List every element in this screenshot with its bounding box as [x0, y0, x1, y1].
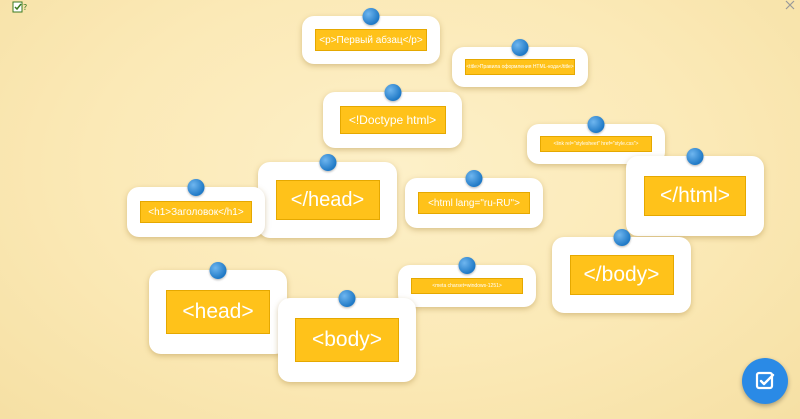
pin-icon — [613, 229, 630, 246]
code-card[interactable]: <p>Первый абзац</p> — [302, 8, 440, 64]
code-tag-label: <p>Первый абзац</p> — [315, 29, 427, 51]
code-tag-label: <head> — [166, 290, 270, 334]
pin-icon — [511, 39, 529, 56]
pin-icon — [587, 116, 605, 133]
code-tag-label: <!Doctype html> — [339, 106, 446, 134]
check-square-icon — [755, 371, 775, 390]
code-card[interactable]: <h1>Заголовок</h1> — [127, 179, 265, 237]
code-card[interactable]: <head> — [149, 262, 287, 354]
code-card[interactable]: <html lang="ru-RU"> — [405, 170, 543, 228]
code-tag-label: </html> — [644, 176, 746, 216]
code-card[interactable]: </body> — [552, 229, 691, 313]
code-tag-label: <meta charset=windows-1251> — [411, 278, 523, 294]
code-tag-label: <body> — [295, 318, 399, 362]
check-answer-button[interactable] — [742, 358, 788, 404]
pin-icon — [458, 257, 476, 274]
code-tag-label: <title>Правила оформления HTML-кода</tit… — [465, 59, 575, 75]
pin-icon — [209, 262, 227, 279]
pin-icon — [362, 8, 380, 25]
pin-icon — [465, 170, 483, 187]
code-card[interactable]: <!Doctype html> — [323, 84, 462, 148]
code-tag-label: </body> — [569, 255, 674, 295]
code-tag-label: <link rel="stylesheet" href="style.css"> — [540, 136, 652, 152]
pin-icon — [338, 290, 356, 307]
pin-icon — [384, 84, 401, 101]
pin-icon — [187, 179, 205, 196]
code-card[interactable]: <title>Правила оформления HTML-кода</tit… — [452, 39, 588, 87]
svg-text:?: ? — [23, 3, 27, 12]
pin-icon — [319, 154, 336, 171]
code-card[interactable]: </head> — [258, 154, 397, 238]
pin-icon — [686, 148, 704, 165]
code-card[interactable]: <body> — [278, 290, 416, 382]
code-tag-label: </head> — [275, 180, 380, 220]
edit-check-icon[interactable]: ? — [12, 0, 28, 14]
code-card[interactable]: </html> — [626, 148, 764, 236]
code-card[interactable]: <meta charset=windows-1251> — [398, 257, 536, 307]
fullscreen-icon[interactable] — [784, 0, 796, 12]
code-tag-label: <h1>Заголовок</h1> — [140, 201, 252, 223]
code-tag-label: <html lang="ru-RU"> — [418, 192, 530, 214]
code-card[interactable]: <link rel="stylesheet" href="style.css"> — [527, 116, 665, 164]
